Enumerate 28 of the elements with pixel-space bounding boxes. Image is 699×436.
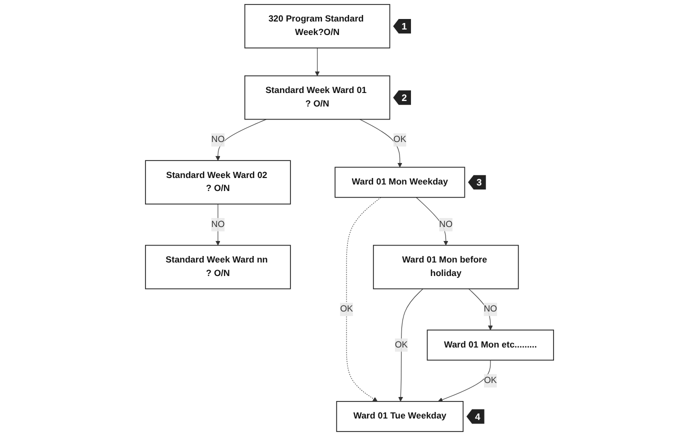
node-box: Standard Week Ward nn ? O/N: [145, 244, 291, 290]
callout-number: 1: [393, 18, 411, 34]
arrow: [438, 360, 491, 402]
edge-label: NO: [439, 220, 453, 230]
edge-label: NO: [211, 220, 225, 230]
edge-label: OK: [484, 376, 497, 386]
node-box: Ward 01 Mon Weekday: [334, 166, 466, 198]
edge-label: OK: [340, 304, 353, 314]
arrow: [398, 288, 424, 402]
callout-number: 3: [468, 175, 486, 190]
arrow: [359, 119, 402, 168]
edge-label: NO: [484, 304, 498, 314]
node-box: Ward 01 Tue Weekday: [336, 401, 464, 432]
callout-number: 2: [393, 90, 411, 105]
arrow: [416, 197, 448, 246]
arrow: [314, 48, 320, 76]
edge-label: OK: [394, 340, 408, 350]
callout-number: 4: [466, 409, 484, 424]
node-box: Ward 01 Mon etc.........: [426, 330, 554, 361]
edge-label: NO: [211, 134, 225, 144]
arrow: [215, 119, 267, 161]
arrow: [215, 204, 220, 246]
node-box: Standard Week Ward 01 ? O/N: [244, 75, 390, 120]
node-box: Standard Week Ward 02 ? O/N: [145, 160, 291, 204]
edge-label: OK: [393, 134, 406, 144]
arrow: [346, 197, 382, 402]
node-box: 320 Program Standard Week?O/N: [244, 4, 390, 48]
node-box: Ward 01 Mon before holiday: [372, 244, 519, 290]
